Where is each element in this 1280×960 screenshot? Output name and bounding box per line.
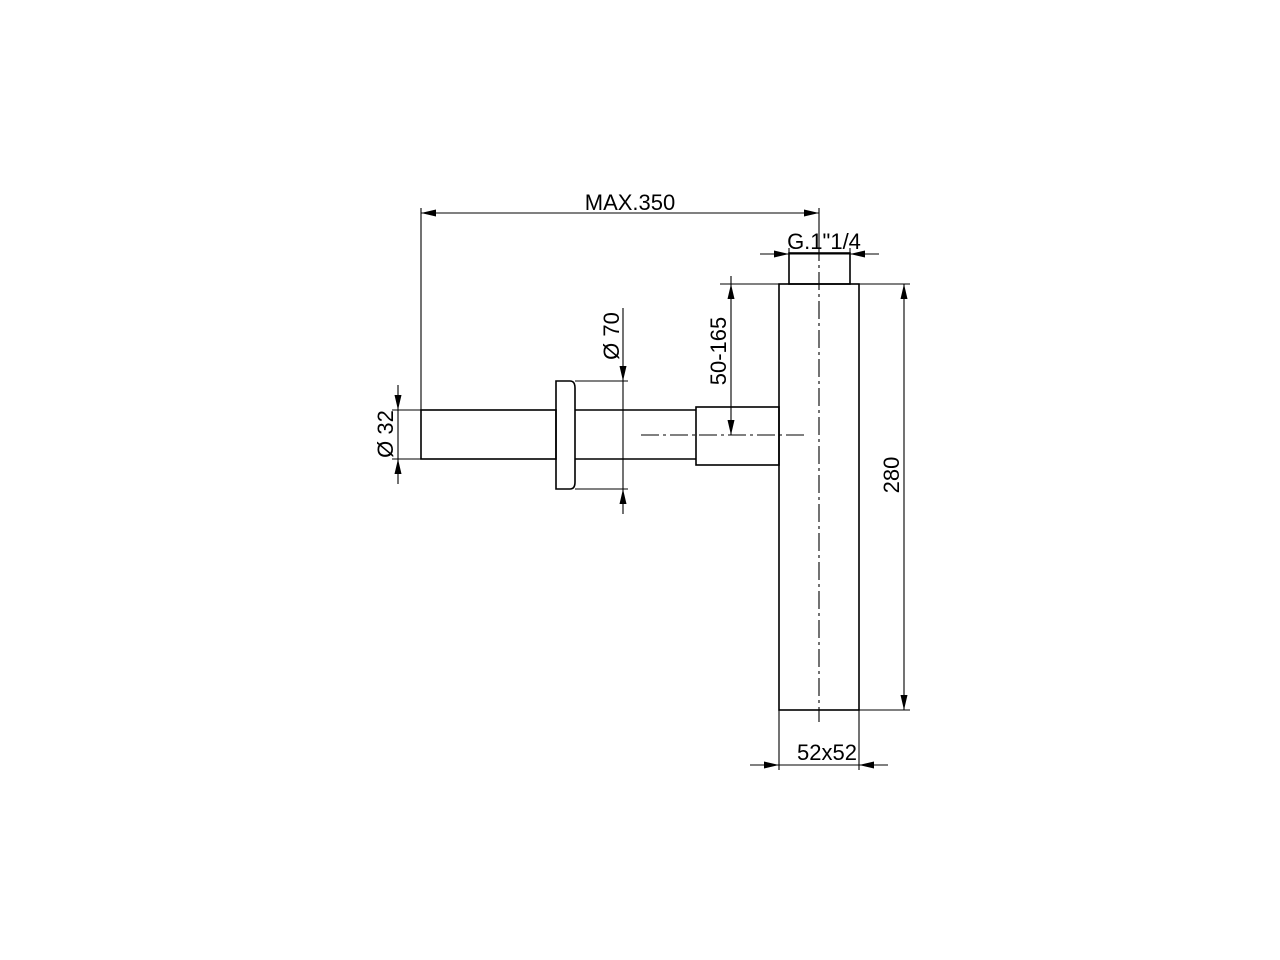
dim-max-length: MAX.350 bbox=[420, 190, 820, 410]
outlet-pipe bbox=[420, 409, 557, 460]
dim-pipe-diameter: Ø 32 bbox=[373, 385, 421, 484]
dim-thread: G.1"1/4 bbox=[760, 229, 879, 258]
dim-adjust-range-label: 50-165 bbox=[706, 317, 731, 386]
dim-adjust-range: 50-165 bbox=[706, 276, 779, 435]
dim-body-section: 52x52 bbox=[750, 710, 888, 770]
wall-flange bbox=[555, 380, 576, 490]
dim-max-length-label: MAX.350 bbox=[585, 190, 676, 215]
dim-pipe-diameter-label: Ø 32 bbox=[373, 410, 398, 458]
adjustable-sleeve bbox=[695, 406, 780, 466]
dim-flange-diameter-label: Ø 70 bbox=[599, 312, 624, 360]
dim-height-label: 280 bbox=[879, 457, 904, 494]
centre-lines bbox=[641, 243, 820, 722]
dim-height: 280 bbox=[859, 283, 910, 711]
dim-body-section-label: 52x52 bbox=[797, 740, 857, 765]
dim-thread-label: G.1"1/4 bbox=[787, 229, 861, 254]
siphon-outline bbox=[420, 252, 860, 711]
dim-flange-diameter: Ø 70 bbox=[575, 308, 628, 514]
